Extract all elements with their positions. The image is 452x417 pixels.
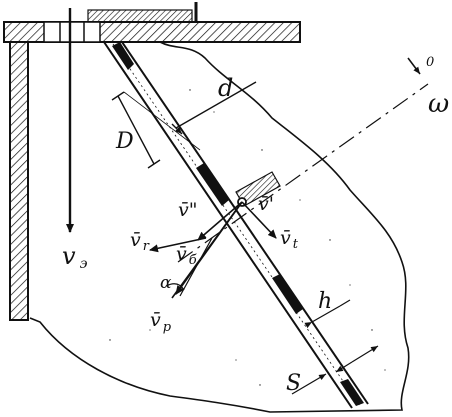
dimension-h	[304, 299, 379, 363]
label-h: h	[318, 289, 332, 314]
label-v-double-prime: v̄"	[178, 199, 197, 221]
label-v-prime: v̄'	[258, 193, 274, 215]
label-v-p-sub: p	[163, 320, 172, 335]
label-omega-top: 0	[426, 55, 434, 70]
label-d: d	[218, 74, 233, 102]
label-v-r: v̄r	[130, 229, 150, 254]
label-v-r-sub: r	[143, 239, 150, 254]
label-v-t: v̄t	[280, 227, 299, 252]
label-v-p: v̄p	[150, 309, 172, 335]
rotation-axis	[177, 83, 429, 263]
workpiece-texture	[109, 89, 386, 386]
label-v-t-sub: t	[293, 237, 299, 252]
velocity-vectors	[149, 197, 277, 299]
label-omega: ω	[428, 89, 449, 119]
dimension-D	[111, 91, 201, 169]
workpiece-outline	[29, 41, 410, 413]
label-v-e-sub: э	[80, 256, 88, 272]
left-column	[9, 41, 29, 321]
label-alpha: α	[160, 273, 172, 293]
label-v-b-sub: б	[189, 253, 197, 268]
label-S: S	[286, 371, 301, 396]
dimension-S	[291, 361, 353, 395]
dimension-d	[171, 81, 257, 135]
label-D: D	[115, 129, 134, 154]
label-v-b: v̄б	[176, 243, 197, 268]
omega-arrow	[407, 57, 421, 75]
top-beam	[3, 2, 301, 43]
wire-strip	[103, 41, 369, 409]
